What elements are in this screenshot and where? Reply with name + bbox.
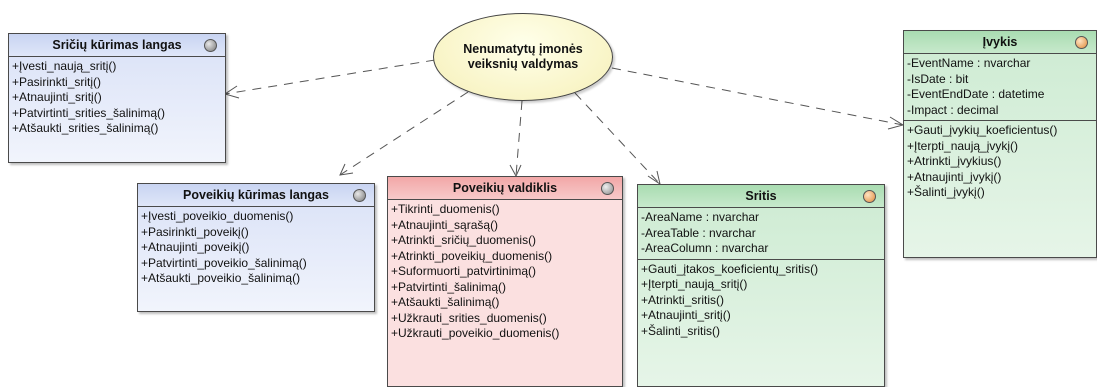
arrowhead-poveikiu-langas — [339, 163, 354, 176]
operation: +Patvirtinti_šalinimą() — [391, 279, 507, 294]
operation: +Patvirtinti_srities_šalinimą() — [12, 105, 166, 120]
entity-stereotype-icon — [863, 190, 876, 203]
attribute: -AreaName : nvarchar — [641, 210, 760, 224]
attribute: -AreaColumn : nvarchar — [641, 241, 769, 255]
class-sriciu-kurimas-langas[interactable]: Sričių kūrimas langas +Įvesti_naują_srit… — [8, 33, 226, 163]
operation: +Užkrauti_poveikio_duomenis() — [391, 326, 560, 340]
boundary-stereotype-icon — [353, 189, 366, 202]
operation: +Atnaujinti_poveikį() — [141, 240, 250, 254]
attributes-compartment: -AreaName : nvarchar -AreaTable : nvarch… — [638, 208, 884, 260]
operation: +Pasirinkti_poveikį() — [141, 224, 249, 239]
dependency-usecase-to-sritis — [574, 92, 661, 185]
operation: +Užkrauti_srities_duomenis() — [391, 310, 547, 325]
attribute: -Impact : decimal — [907, 102, 999, 117]
operation: +Tikrinti_duomenis() — [391, 202, 500, 216]
operations-compartment: +Įvesti_poveikio_duomenis() +Pasirinkti_… — [138, 207, 374, 289]
arrowhead-valdiklis — [509, 164, 522, 178]
operation: +Įterpti_naują_įvykį() — [907, 138, 1019, 153]
class-header: Poveikių valdiklis — [388, 177, 622, 200]
class-title: Poveikių kūrimas langas — [183, 188, 329, 202]
operation: +Atšaukti_šalinimą() — [391, 295, 500, 309]
attributes-compartment: -EventName : nvarchar -IsDate : bit -Eve… — [904, 54, 1096, 121]
entity-stereotype-icon — [1075, 36, 1088, 49]
dependency-usecase-to-poveikiu-langas — [339, 91, 469, 176]
operation: +Suformuorti_patvirtinimą() — [391, 264, 537, 278]
operation: +Įvesti_poveikio_duomenis() — [141, 209, 294, 223]
operation: +Atnaujinti_sritį() — [12, 90, 102, 104]
dependency-usecase-to-ivykis — [611, 67, 904, 126]
use-case-title-line-1: Nenumatytų įmonės — [463, 42, 583, 56]
operation: +Atnaujinti_sritį() — [641, 308, 731, 322]
attribute: -IsDate : bit — [907, 71, 969, 86]
operation: +Pasirinkti_sritį() — [12, 74, 102, 89]
dependency-usecase-to-valdiklis — [515, 100, 523, 177]
operation: +Atšaukti_srities_šalinimą() — [12, 121, 159, 135]
attribute: -EventEndDate : datetime — [907, 87, 1045, 101]
operation: +Šalinti_sritis() — [641, 323, 721, 338]
operation: +Atrinkti_sritis() — [641, 292, 725, 307]
class-poveikiu-kurimas-langas[interactable]: Poveikių kūrimas langas +Įvesti_poveikio… — [137, 183, 375, 312]
operation: +Patvirtinti_poveikio_šalinimą() — [141, 255, 307, 270]
use-case-ellipse[interactable]: Nenumatytų įmonės veiksnių valdymas — [433, 13, 613, 101]
class-header: Sritis — [638, 185, 884, 208]
operation: +Atnaujinti_sąrašą() — [391, 217, 499, 232]
class-title: Poveikių valdiklis — [452, 181, 558, 195]
operation: +Šalinti_įvykį() — [907, 185, 985, 199]
operation: +Įvesti_naują_sritį() — [12, 59, 117, 73]
operation: +Atrinkti_įvykius() — [907, 154, 1002, 168]
arrowhead-ivykis — [887, 116, 905, 130]
boundary-stereotype-icon — [204, 39, 217, 52]
dependency-usecase-to-sriciu-langas — [224, 59, 436, 95]
operations-compartment: +Įvesti_naują_sritį() +Pasirinkti_sritį(… — [9, 57, 225, 139]
class-poveikiu-valdiklis[interactable]: Poveikių valdiklis +Tikrinti_duomenis() … — [387, 176, 623, 387]
class-title: Įvykis — [982, 35, 1018, 49]
attribute: -AreaTable : nvarchar — [641, 225, 756, 240]
operations-compartment: +Gauti_įvykių_koeficientus() +Įterpti_na… — [904, 121, 1096, 203]
class-sritis[interactable]: Sritis -AreaName : nvarchar -AreaTable :… — [637, 184, 885, 387]
class-title: Sričių kūrimas langas — [52, 38, 182, 52]
operation: +Įterpti_naują_sritį() — [641, 277, 748, 291]
operations-compartment: +Gauti_įtakos_koeficientų_sritis() +Įter… — [638, 260, 884, 342]
use-case-title-line-2: veiksnių valdymas — [467, 57, 579, 71]
operation: +Atšaukti_poveikio_šalinimą() — [141, 271, 301, 285]
class-header: Įvykis — [904, 31, 1096, 54]
operation: +Atrinkti_poveikių_duomenis() — [391, 248, 553, 263]
attribute: -EventName : nvarchar — [907, 56, 1031, 70]
operation: +Atnaujinti_įvykį() — [907, 169, 1002, 184]
operations-compartment: +Tikrinti_duomenis() +Atnaujinti_sąrašą(… — [388, 200, 622, 344]
class-header: Poveikių kūrimas langas — [138, 184, 374, 207]
class-header: Sričių kūrimas langas — [9, 34, 225, 57]
class-title: Sritis — [745, 189, 777, 203]
class-ivykis[interactable]: Įvykis -EventName : nvarchar -IsDate : b… — [903, 30, 1097, 258]
operation: +Atrinkti_sričių_duomenis() — [391, 233, 537, 247]
control-stereotype-icon — [601, 182, 614, 195]
operation: +Gauti_įvykių_koeficientus() — [907, 123, 1058, 137]
operation: +Gauti_įtakos_koeficientų_sritis() — [641, 261, 819, 276]
